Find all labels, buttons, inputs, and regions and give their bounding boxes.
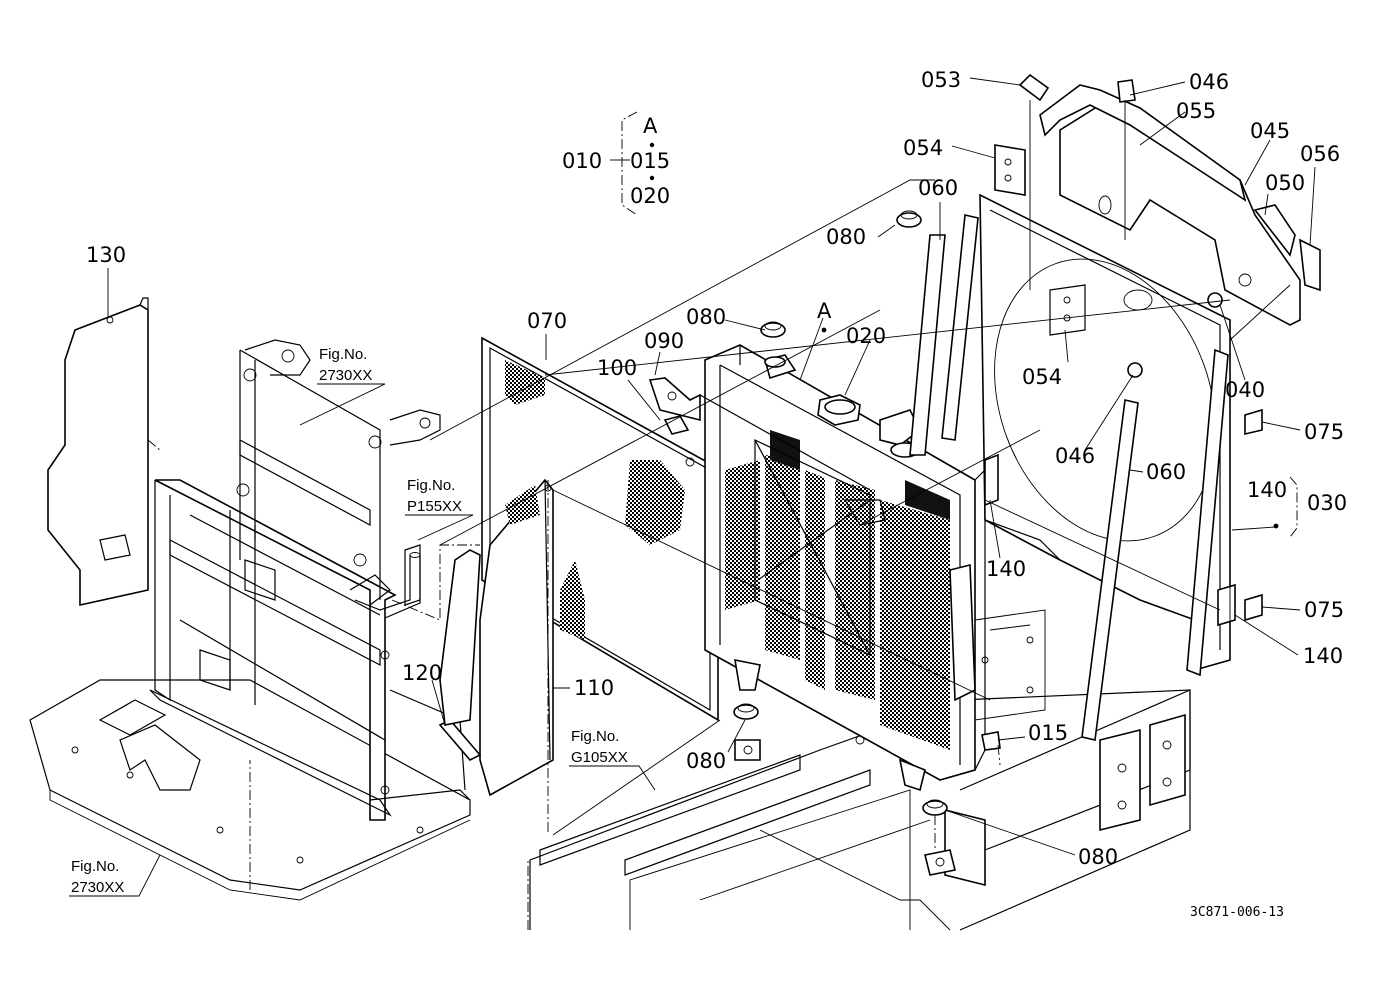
callout-055: 055 (1176, 99, 1216, 123)
callout-046-b: 046 (1055, 444, 1095, 468)
drawing-code: 3C871-006-13 (1190, 905, 1284, 920)
group-bracket-030 (1231, 476, 1298, 538)
callout-054-b: 054 (1022, 365, 1062, 389)
callout-075-b: 075 (1304, 598, 1344, 622)
fig-ref-1-line1: Fig.No. (319, 346, 367, 363)
group-030-main-label: 030 (1307, 491, 1347, 515)
fig-ref-3-line1: Fig.No. (571, 728, 619, 745)
callout-060-b: 060 (1146, 460, 1186, 484)
callout-110: 110 (574, 676, 614, 700)
clips-075-140 (1244, 408, 1263, 622)
seal-strip-060 (909, 214, 1229, 741)
callout-130: 130 (86, 243, 126, 267)
callout-080-a: 080 (686, 305, 726, 329)
upper-cover-045 (994, 73, 1321, 326)
side-cover-130 (47, 297, 161, 606)
radiator-frame-bracket (149, 339, 480, 821)
group-bracket-010 (610, 111, 827, 333)
callout-075-a: 075 (1304, 420, 1344, 444)
screen-frame-070 (481, 336, 719, 722)
base-plate (29, 679, 471, 901)
group-item-020: 020 (630, 184, 670, 208)
group-030-item-140: 140 (1247, 478, 1287, 502)
chassis-frame (527, 609, 1191, 931)
mount-rubbers-080 (733, 210, 956, 876)
fig-ref-4-line2: 2730XX (71, 879, 124, 896)
callout-050: 050 (1265, 171, 1305, 195)
fig-ref-1-line2: 2730XX (319, 367, 372, 384)
callout-054-a: 054 (903, 136, 943, 160)
group-030-label: 030 140 (1247, 478, 1347, 515)
callout-a: A (817, 299, 832, 323)
seal-120 (438, 549, 482, 761)
callout-140-b: 140 (1303, 644, 1343, 668)
callout-070: 070 (527, 309, 567, 333)
callout-080-c: 080 (1078, 845, 1118, 869)
fig-ref-2-line1: Fig.No. (407, 477, 455, 494)
figure-references: Fig.No. 2730XX Fig.No. P155XX Fig.No. G1… (69, 346, 656, 897)
group-item-a: A (643, 114, 658, 138)
callout-120: 120 (402, 661, 442, 685)
callout-080-b: 080 (826, 225, 866, 249)
assembly-lines (429, 100, 1291, 836)
group-010-label: 010 A 015 020 (562, 114, 670, 208)
callout-090: 090 (644, 329, 684, 353)
part-callouts: 130 070 090 100 080 A 020 080 060 053 04… (86, 68, 1344, 869)
callout-046-a: 046 (1189, 70, 1229, 94)
hose (354, 552, 421, 619)
group-main-label: 010 (562, 149, 602, 173)
callout-020: 020 (846, 324, 886, 348)
brackets-090-100 (648, 377, 886, 526)
callout-060-a: 060 (918, 176, 958, 200)
group-item-015: 015 (630, 149, 670, 173)
radiator-010 (704, 344, 986, 792)
callout-045: 045 (1250, 119, 1290, 143)
callout-100: 100 (597, 356, 637, 380)
callout-080-d: 080 (686, 749, 726, 773)
callout-015: 015 (1028, 721, 1068, 745)
fig-ref-2-line2: P155XX (407, 498, 462, 515)
shroud-110 (479, 478, 554, 835)
drain-plug-015 (981, 731, 1001, 766)
fig-ref-4-line1: Fig.No. (71, 858, 119, 875)
leader-lines (107, 77, 1316, 856)
callout-056: 056 (1300, 142, 1340, 166)
callout-140-a: 140 (986, 557, 1026, 581)
callout-040: 040 (1225, 378, 1265, 402)
callout-053: 053 (921, 68, 961, 92)
fan-shroud-040 (979, 193, 1236, 672)
fig-ref-3-line2: G105XX (571, 749, 628, 766)
